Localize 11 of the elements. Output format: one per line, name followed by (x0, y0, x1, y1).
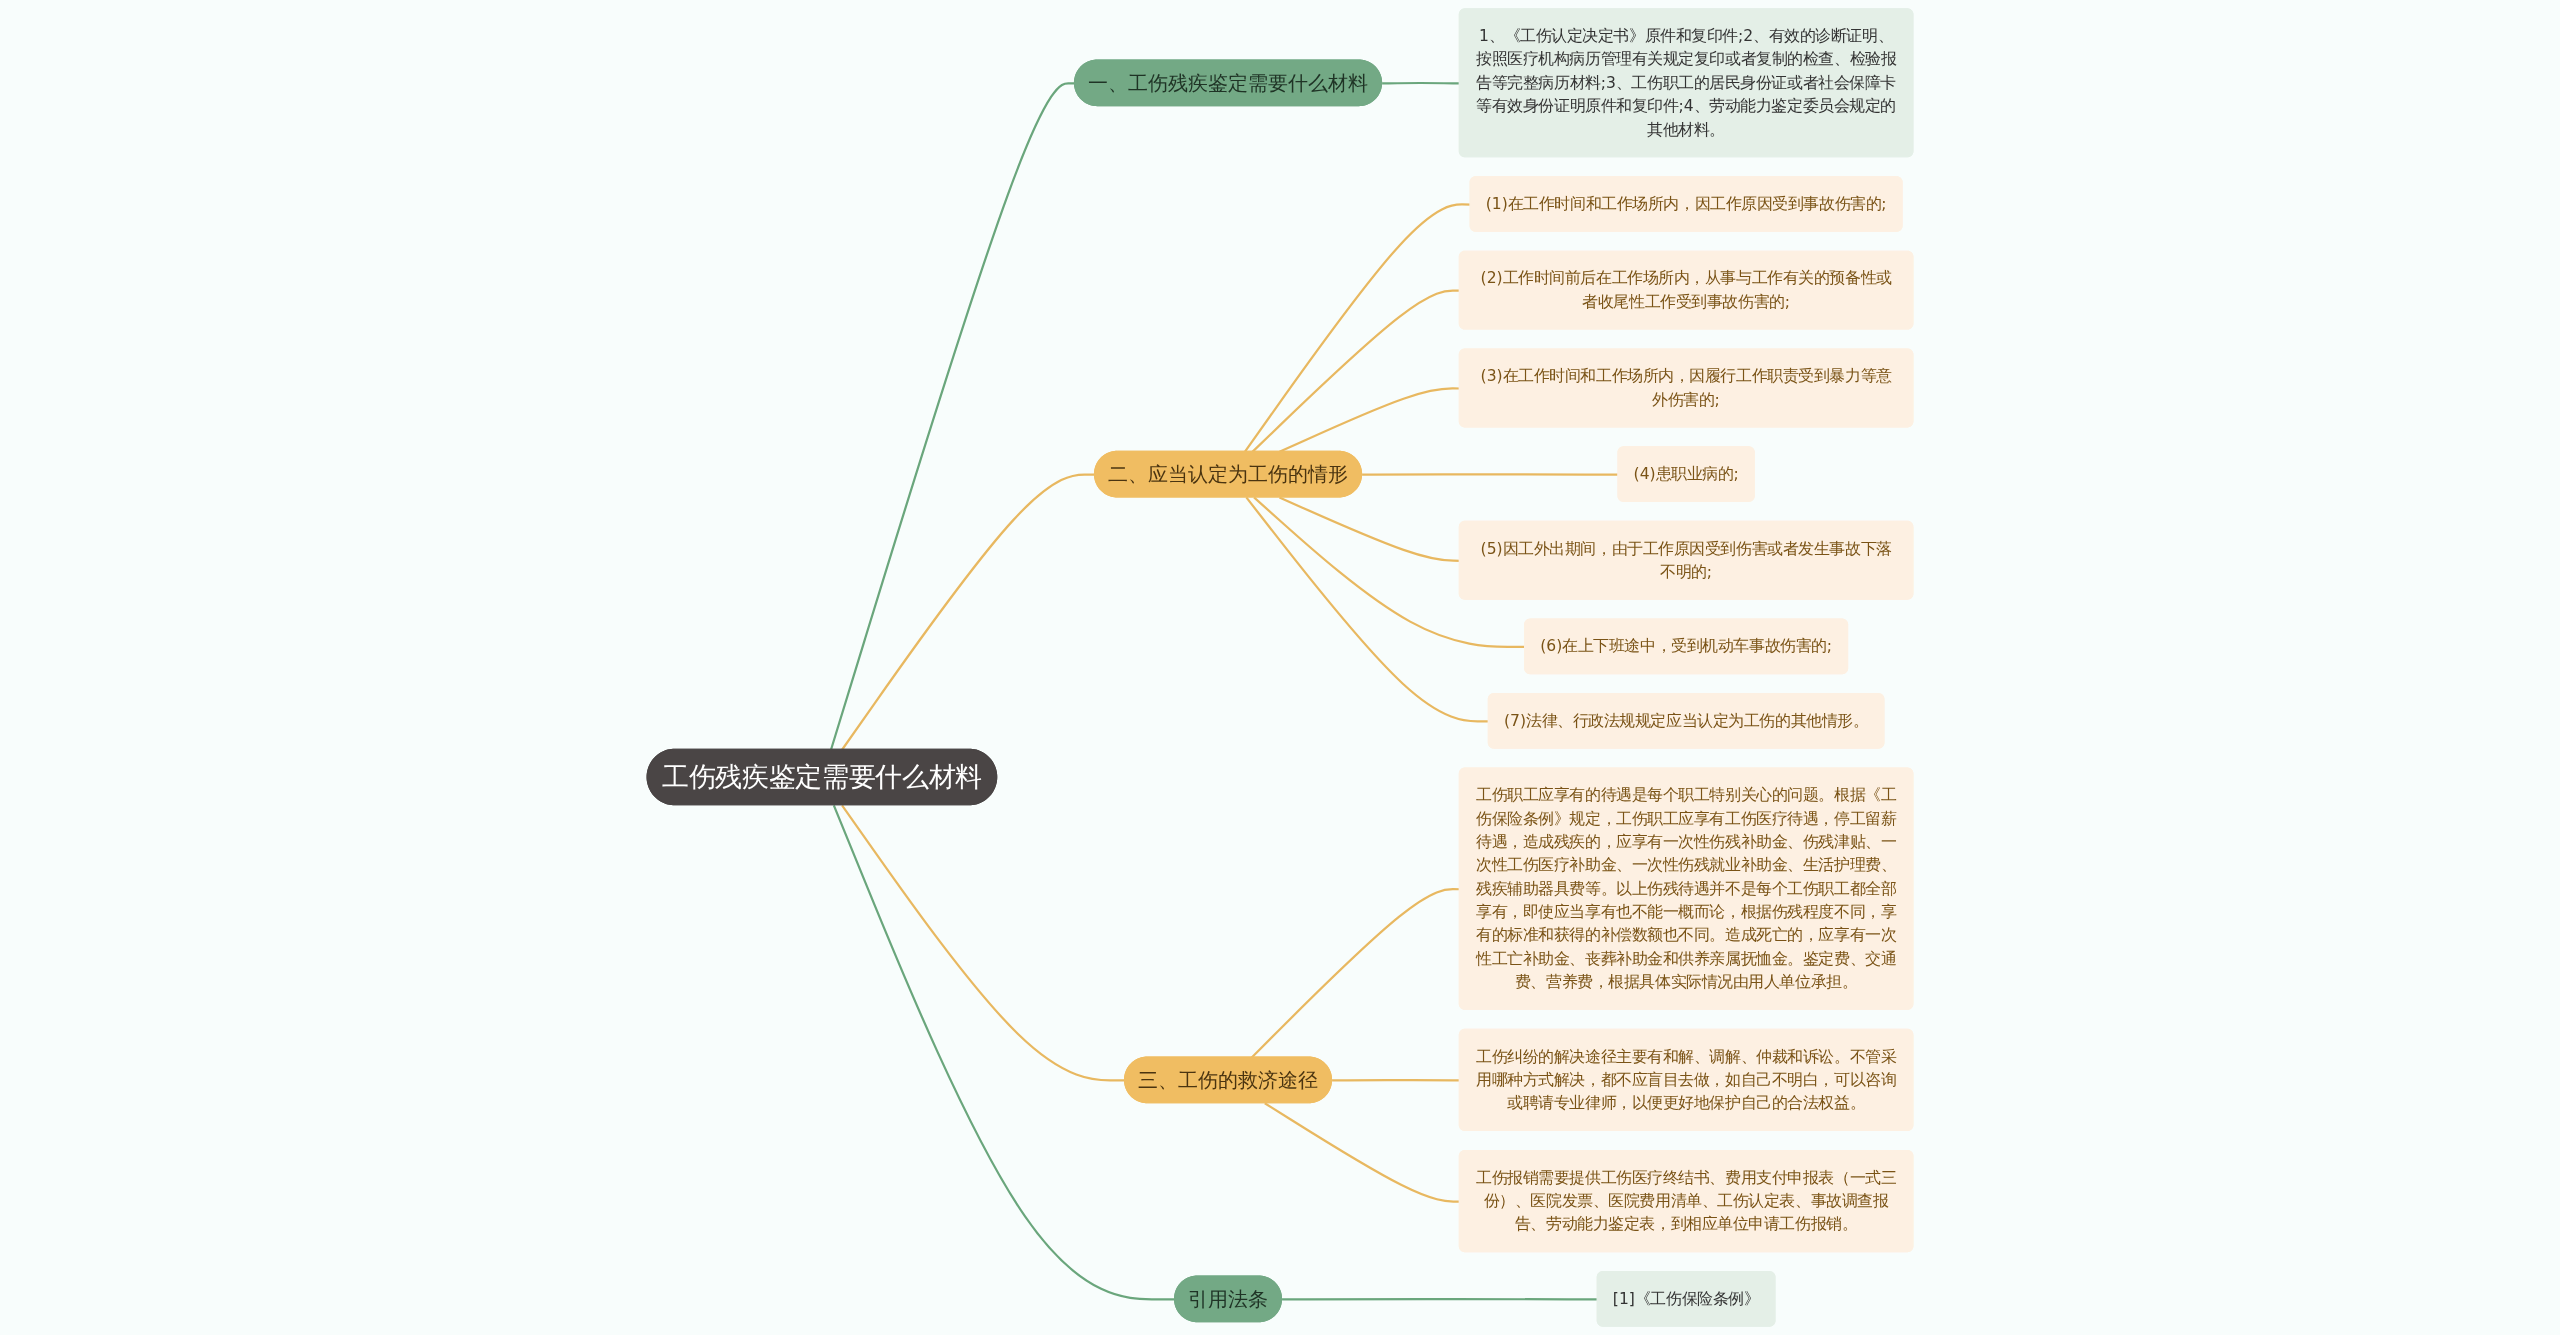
connector (1245, 496, 1489, 723)
connector (1243, 203, 1471, 453)
connector (1382, 81, 1460, 85)
connector (1279, 496, 1460, 562)
connector (1264, 1102, 1460, 1203)
connector (1332, 1078, 1460, 1082)
connector (1250, 888, 1460, 1059)
connector (1362, 473, 1619, 476)
connector (1282, 1297, 1598, 1301)
connector (1251, 289, 1460, 453)
connector (1279, 387, 1460, 453)
